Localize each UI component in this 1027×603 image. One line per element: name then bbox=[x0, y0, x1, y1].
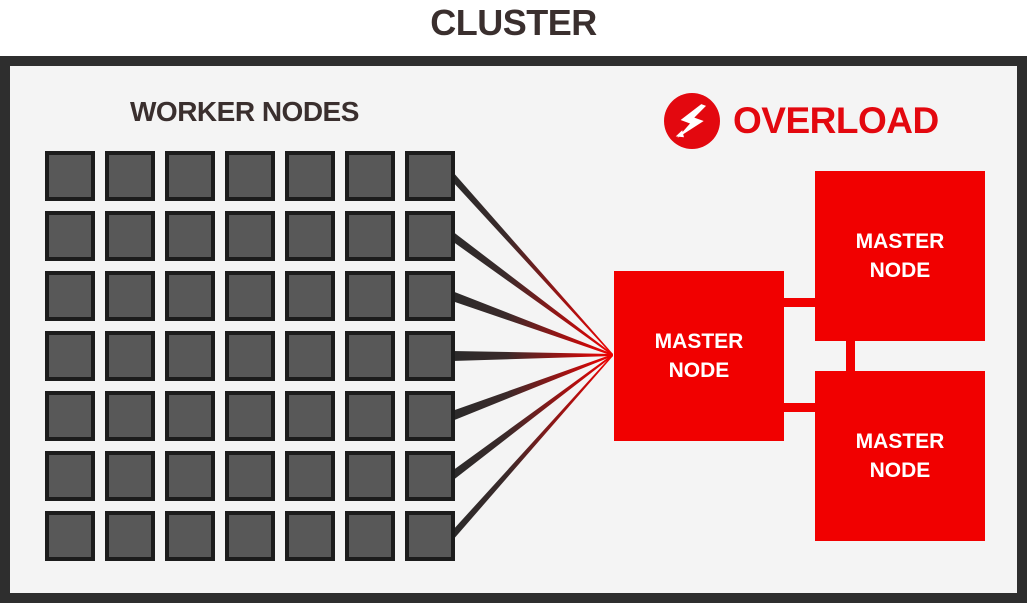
link-line bbox=[452, 354, 613, 481]
worker-node bbox=[225, 511, 275, 561]
worker-node bbox=[405, 271, 455, 321]
worker-node bbox=[165, 211, 215, 261]
worker-node bbox=[405, 451, 455, 501]
link-line bbox=[452, 291, 613, 356]
master-node-3-line2: NODE bbox=[869, 459, 931, 482]
worker-node bbox=[105, 271, 155, 321]
connector-m2-m3 bbox=[846, 341, 855, 371]
worker-node bbox=[285, 151, 335, 201]
worker-node bbox=[105, 511, 155, 561]
master-node-3: MASTER NODE bbox=[815, 371, 985, 541]
worker-node bbox=[225, 451, 275, 501]
worker-node bbox=[165, 391, 215, 441]
worker-node bbox=[45, 271, 95, 321]
link-line bbox=[452, 171, 613, 356]
master-node-1: MASTER NODE bbox=[614, 271, 784, 441]
worker-node bbox=[45, 391, 95, 441]
worker-node bbox=[405, 331, 455, 381]
link-line bbox=[452, 231, 613, 356]
worker-node bbox=[405, 391, 455, 441]
overload-indicator: OVERLOAD bbox=[664, 93, 939, 149]
worker-node bbox=[45, 211, 95, 261]
master-node-1-line1: MASTER bbox=[654, 330, 744, 353]
worker-node bbox=[345, 391, 395, 441]
worker-node bbox=[105, 151, 155, 201]
worker-node bbox=[225, 151, 275, 201]
worker-node bbox=[165, 271, 215, 321]
worker-node bbox=[225, 331, 275, 381]
overload-label: OVERLOAD bbox=[733, 100, 939, 141]
worker-node bbox=[345, 211, 395, 261]
worker-node bbox=[225, 211, 275, 261]
worker-node bbox=[285, 211, 335, 261]
worker-node bbox=[285, 271, 335, 321]
link-line bbox=[452, 354, 613, 421]
worker-node bbox=[105, 451, 155, 501]
worker-node bbox=[45, 331, 95, 381]
master-node-1-line2: NODE bbox=[668, 359, 730, 382]
worker-node bbox=[345, 271, 395, 321]
worker-node bbox=[165, 451, 215, 501]
worker-node bbox=[405, 211, 455, 261]
lightning-icon bbox=[664, 93, 720, 149]
worker-node bbox=[405, 151, 455, 201]
worker-node bbox=[345, 331, 395, 381]
worker-node bbox=[45, 511, 95, 561]
master-node-2-line1: MASTER bbox=[855, 230, 945, 253]
worker-node bbox=[165, 151, 215, 201]
worker-node bbox=[285, 511, 335, 561]
worker-node bbox=[105, 331, 155, 381]
worker-node bbox=[345, 511, 395, 561]
worker-node bbox=[285, 391, 335, 441]
worker-grid bbox=[45, 151, 455, 561]
master-node-2-line2: NODE bbox=[869, 259, 931, 282]
worker-node bbox=[105, 211, 155, 261]
worker-node bbox=[105, 391, 155, 441]
connector-m1-m3 bbox=[784, 403, 815, 412]
worker-node bbox=[285, 451, 335, 501]
worker-node bbox=[225, 271, 275, 321]
master-node-3-line1: MASTER bbox=[855, 430, 945, 453]
worker-node bbox=[165, 331, 215, 381]
link-line bbox=[452, 354, 613, 541]
link-line bbox=[452, 351, 613, 361]
worker-nodes-label: WORKER NODES bbox=[130, 96, 359, 127]
worker-node bbox=[165, 511, 215, 561]
worker-node bbox=[345, 151, 395, 201]
worker-node bbox=[225, 391, 275, 441]
cluster-title: CLUSTER bbox=[430, 2, 597, 43]
worker-node bbox=[405, 511, 455, 561]
worker-node bbox=[45, 451, 95, 501]
worker-node bbox=[285, 331, 335, 381]
master-node-2: MASTER NODE bbox=[815, 171, 985, 341]
worker-node bbox=[45, 151, 95, 201]
worker-node bbox=[345, 451, 395, 501]
connector-m1-m2 bbox=[784, 298, 815, 307]
